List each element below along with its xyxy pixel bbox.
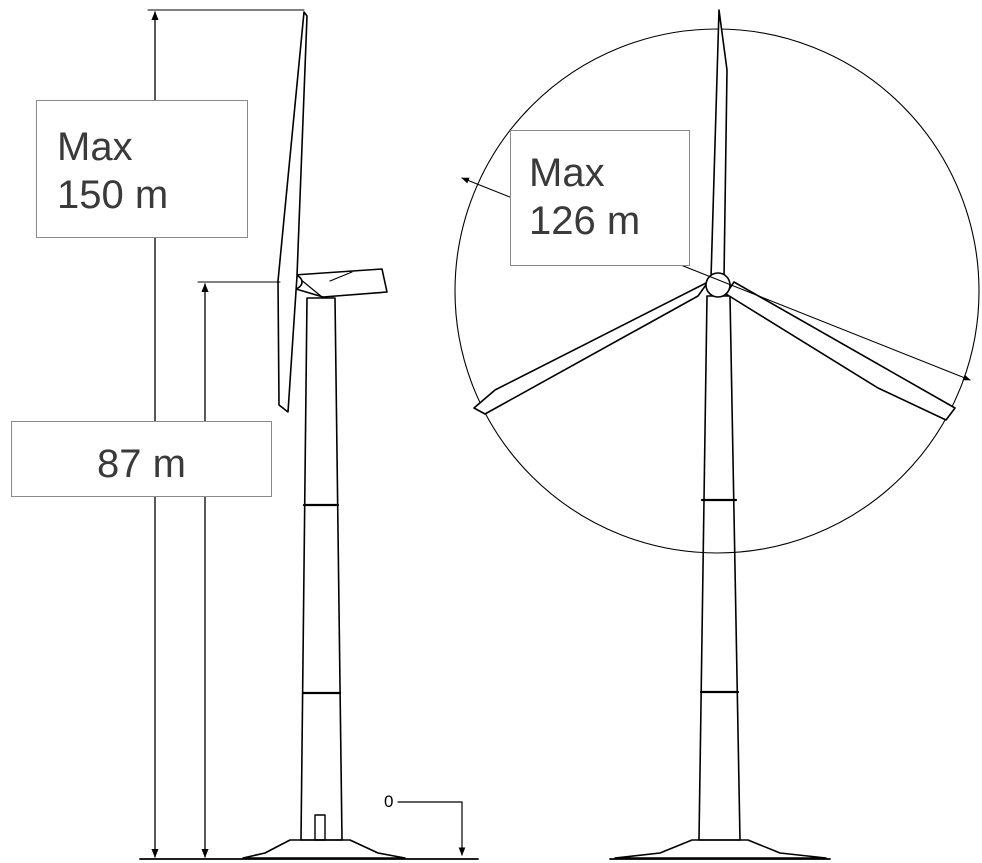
front-tower [698,295,741,841]
front-foundation [614,839,827,859]
rotor-diameter-value: 126 m [529,199,641,243]
nacelle-detail [299,271,353,298]
front-view-turbine [454,9,980,860]
side-blade [277,11,308,413]
total-height-max-text: Max [57,125,133,169]
rotor-diameter-label: Max 126 m [510,130,690,266]
front-blade-top [710,9,728,279]
hub-height-label: 87 m [11,421,272,497]
total-height-label: Max 150 m [36,100,248,238]
front-blade-right [725,281,956,421]
ground-reference-leader [397,801,466,856]
tower-door [314,814,326,841]
hub-height-value: 87 m [97,442,186,486]
rotor-diameter-max-text: Max [529,151,605,195]
side-nacelle [293,268,388,298]
ground-level-label: 0 [384,792,394,811]
side-tower [300,297,343,841]
total-height-value: 150 m [57,173,169,217]
rotor-swept-circle [454,28,980,554]
side-foundation [242,839,406,859]
front-blade-left [473,281,709,415]
